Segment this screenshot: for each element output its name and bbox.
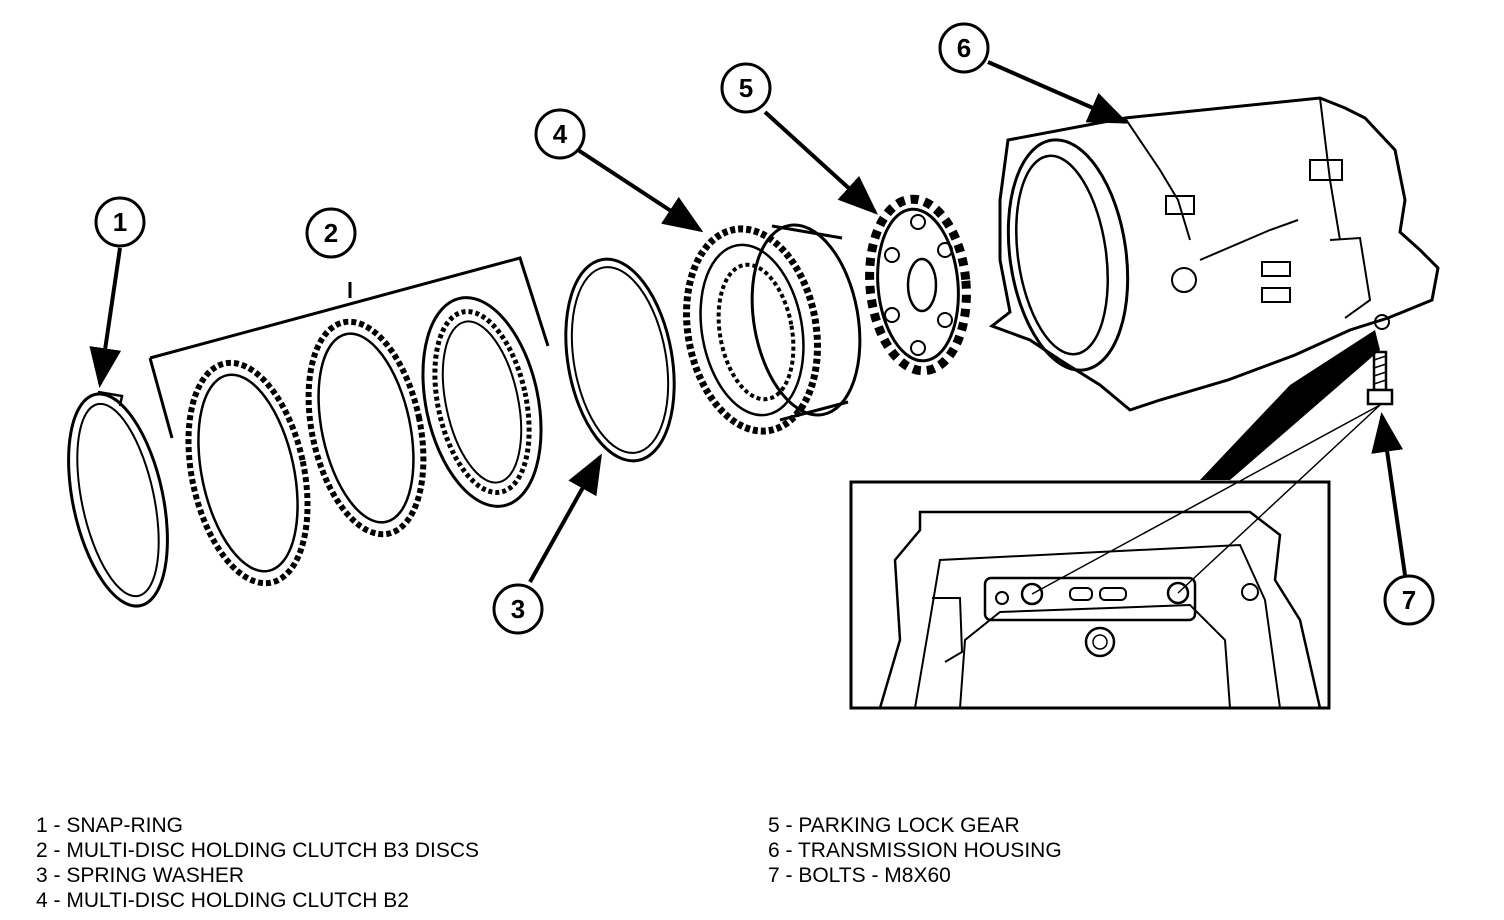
legend-item-4: 4 - MULTI-DISC HOLDING CLUTCH B2: [36, 889, 409, 912]
callout-4-label: 4: [553, 119, 568, 149]
bolt-part: [1366, 350, 1394, 406]
legend-item-2: 2 - MULTI-DISC HOLDING CLUTCH B3 DISCS: [36, 839, 479, 862]
inset-detail-view: [849, 330, 1380, 710]
clutch-b2-part: [683, 223, 862, 435]
callout-3-label: 3: [511, 594, 525, 624]
legend-item-3: 3 - SPRING WASHER: [36, 864, 245, 887]
callout-6-label: 6: [957, 33, 971, 63]
spring-washer-part: [564, 257, 676, 463]
callout-5-label: 5: [739, 73, 753, 103]
callout-3: 3: [492, 583, 544, 635]
callout-5: 5: [720, 62, 772, 114]
callout-2-label: 2: [324, 218, 338, 248]
clutch-b3-discs-part: [148, 256, 550, 587]
transmission-housing-part: [988, 96, 1440, 412]
legend-right-column: 5 - PARKING LOCK GEAR 6 - TRANSMISSION H…: [768, 813, 1062, 888]
callout-7-label: 7: [1402, 585, 1416, 615]
callout-1-label: 1: [113, 207, 127, 237]
legend-left-column: 1 - SNAP-RING 2 - MULTI-DISC HOLDING CLU…: [36, 813, 479, 913]
callout-2: 2: [305, 207, 357, 259]
callout-6: 6: [938, 22, 990, 74]
callout-1: 1: [94, 196, 146, 248]
snap-ring-part: [67, 390, 169, 608]
leader-arrows: [89, 60, 1407, 595]
callout-7: 7: [1383, 574, 1435, 626]
callout-4: 4: [534, 108, 586, 160]
legend-item-5: 5 - PARKING LOCK GEAR: [768, 814, 1020, 837]
legend-item-1: 1 - SNAP-RING: [36, 814, 184, 837]
parking-lock-gear-part: [865, 194, 971, 376]
legend-item-6: 6 - TRANSMISSION HOUSING: [768, 839, 1062, 862]
legend-item-7: 7 - BOLTS - M8X60: [768, 864, 951, 887]
